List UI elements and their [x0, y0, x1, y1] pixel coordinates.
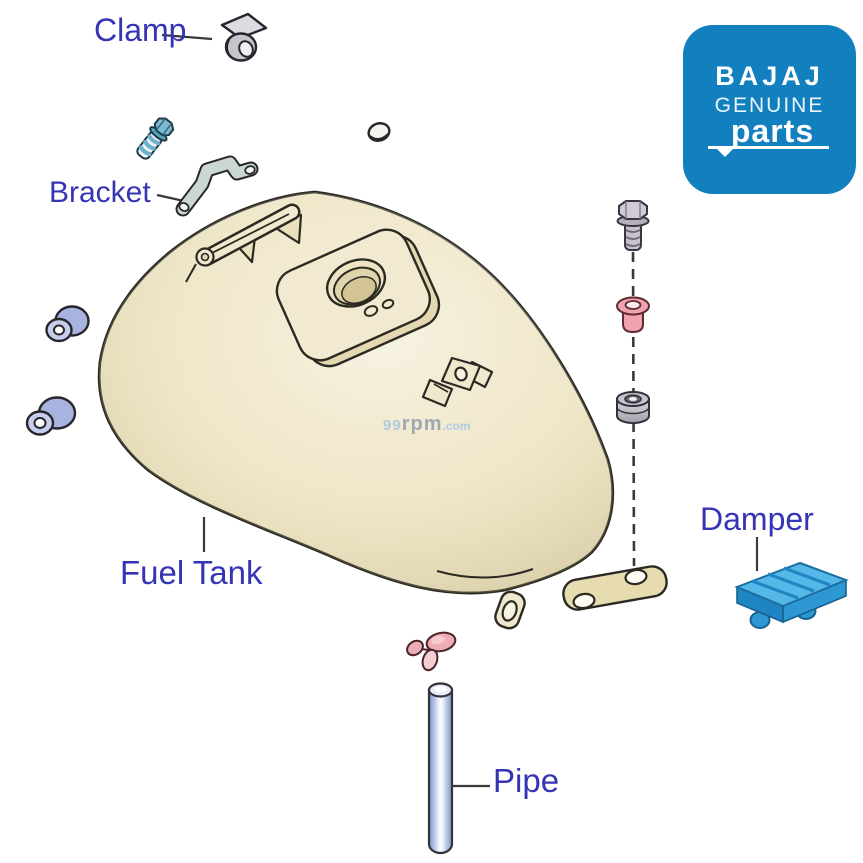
washer-part: [616, 391, 650, 424]
bolt-right-head: [618, 200, 648, 220]
clamp-ring-hole: [238, 40, 254, 58]
mounting-plate: [562, 565, 668, 611]
leader-lines: [156, 33, 759, 788]
bracket-hole-left: [178, 202, 190, 212]
tab-hole: [501, 600, 518, 622]
bajaj-genuine-parts-logo: BAJAJ GENUINE parts: [683, 25, 856, 194]
label-bracket: Bracket: [49, 176, 151, 209]
damper-top-face: [734, 561, 849, 608]
cluster-grommet-main-highlight: [431, 635, 445, 645]
washer-groove: [616, 406, 650, 415]
fuel-tank-part: [97, 190, 615, 595]
logo-down-arrow-icon: [717, 149, 733, 157]
watermark-brand: rpm: [401, 413, 443, 435]
washer-hole-center: [629, 397, 637, 401]
logo-brand-text: BAJAJ: [715, 61, 824, 91]
tank-bracket-detail: [421, 356, 494, 408]
damper-part: [734, 561, 849, 629]
bolt-part-left: [136, 117, 175, 160]
damper-ridges: [751, 566, 831, 600]
pipe-body: [427, 688, 454, 855]
bolt-right-threads: [625, 229, 641, 247]
label-fuel-tank: Fuel Tank: [120, 554, 263, 591]
tank-strap-detail: [185, 203, 303, 283]
label-damper: Damper: [700, 501, 814, 537]
bolt-left-head-facets: [155, 118, 173, 136]
watermark-prefix: 99: [383, 417, 402, 434]
strap-center-line: [207, 213, 290, 256]
bushing-lower-hole: [33, 417, 47, 429]
bracket-detail-fold-line: [433, 383, 449, 393]
bracket-ribbon-fill: [177, 157, 257, 215]
strap-connector: [185, 263, 197, 283]
neck-vent-hole-2: [381, 298, 395, 310]
bracket-part: [175, 155, 259, 217]
pipe-part: [427, 682, 454, 855]
label-clamp: Clamp: [94, 12, 187, 48]
cluster-grommet-lower: [421, 648, 439, 672]
grommet-pink-part: [616, 296, 650, 334]
plate-hole-left: [572, 592, 596, 610]
grommet-small-line: [369, 133, 389, 140]
neck-opening-inner: [341, 276, 377, 304]
bracket-detail-left-fold: [421, 378, 454, 408]
bracket-hole-right: [244, 165, 256, 175]
tank-crease: [436, 568, 534, 579]
tank-body-shading: [99, 192, 613, 594]
pipe-top-highlight: [434, 686, 447, 692]
filler-neck: [275, 228, 441, 368]
clamp-plate: [220, 12, 268, 40]
bolt-right-head-facets: [625, 201, 641, 219]
neck-vent-hole-1: [363, 305, 379, 317]
leader-line-bracket: [156, 193, 185, 203]
bushing-upper-hole: [53, 324, 65, 336]
grommet-small-part: [367, 122, 391, 142]
bolt-part-right: [616, 200, 650, 251]
logo-parts-text: parts: [730, 113, 815, 149]
watermark: 99 rpm .com: [383, 413, 471, 436]
pipe-grommet-cluster: [406, 631, 457, 672]
clamp-part: [220, 12, 268, 62]
tank-tab: [494, 590, 526, 630]
label-pipe: Pipe: [493, 762, 560, 799]
leader-line-clamp: [161, 33, 213, 41]
watermark-suffix: .com: [442, 419, 471, 433]
logo-underline: [708, 146, 829, 149]
grommet-pink-hole: [624, 300, 642, 310]
bracket-detail-hole: [454, 366, 468, 382]
strap-loop-hole: [200, 252, 210, 262]
bolt-left-head: [153, 117, 175, 137]
bolt-left-threads: [138, 133, 161, 157]
plate-hole-right: [624, 568, 648, 586]
clamp-band-line: [225, 39, 232, 58]
bushing-part-lower: [25, 396, 77, 436]
bushing-part-upper: [45, 305, 90, 343]
logo-genuine-text: GENUINE: [714, 94, 825, 117]
cluster-grommet-left: [406, 639, 424, 657]
